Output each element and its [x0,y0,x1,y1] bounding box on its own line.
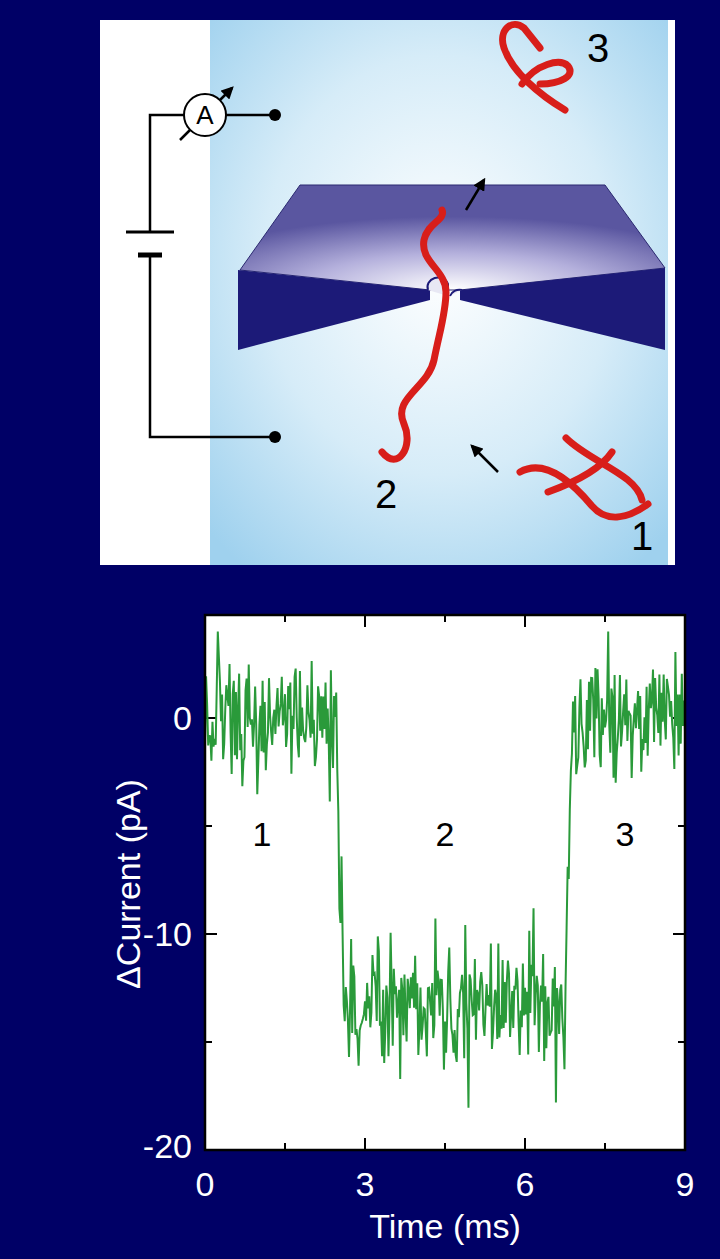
region-number: 1 [253,817,272,851]
membrane-section [460,268,665,350]
solution-panel [210,20,668,565]
illustration-ground [100,20,675,565]
terminal-dot [269,109,281,121]
plot-frame [205,615,685,1150]
callout-number: 3 [587,28,609,68]
tick-label: 0 [173,701,192,735]
axis-title: ΔCurrent (pA) [111,779,145,989]
tick-label: 9 [676,1167,695,1201]
motion-arrow [472,446,498,472]
callout-number: 2 [375,474,397,514]
tick-label: 0 [196,1167,215,1201]
callout-number: 1 [631,516,653,556]
tick-label: -20 [143,1129,192,1163]
region-number: 2 [436,817,455,851]
membrane-section [238,270,430,350]
axis-title: Time (ms) [369,1209,521,1243]
tick-label: 6 [516,1167,535,1201]
membrane-surface [240,185,665,290]
meter-letter: A [196,102,213,128]
ammeter-symbol: A [183,93,227,137]
dna-strand [382,24,648,517]
plot-area [205,615,685,1150]
region-number: 3 [616,817,635,851]
terminal-dot [269,431,281,443]
motion-arrow [466,180,484,210]
current-trace [205,632,685,1108]
axis-ticks [205,615,685,1150]
tick-label: 3 [356,1167,375,1201]
tick-label: -10 [143,917,192,951]
